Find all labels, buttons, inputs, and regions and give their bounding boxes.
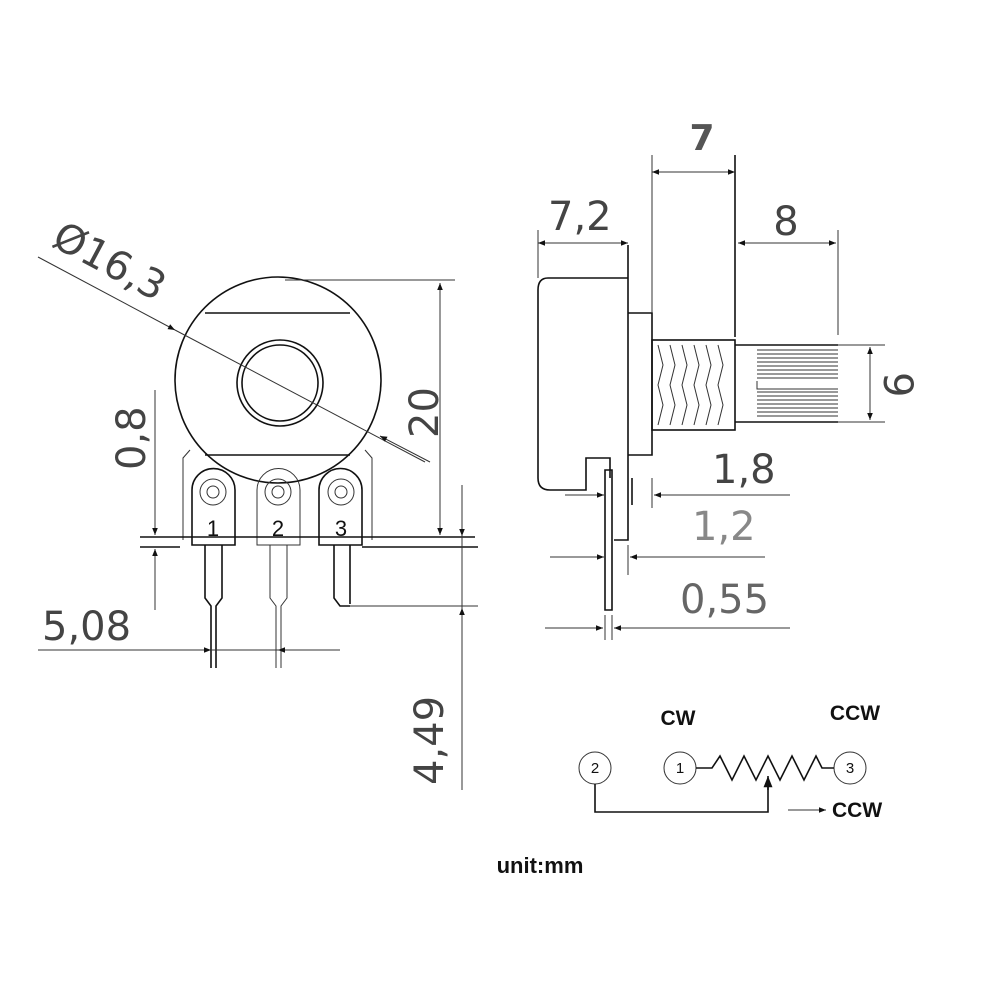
offset-dimension: 0,8: [109, 406, 155, 470]
pitch-dimension: 5,08: [42, 604, 131, 650]
front-view: 1 2 3 Ø16,3 20 0,8 5,08 4,49: [37, 213, 478, 790]
shaft-hole: [236, 339, 324, 427]
pin-label-2: 2: [272, 516, 284, 541]
dim-1-8: 1,8: [712, 447, 776, 493]
schematic: 2 1 3 CW CCW CCW: [578, 702, 882, 822]
pin-thickness-dimension: 0,55: [680, 577, 769, 623]
threaded-bushing: [651, 339, 736, 431]
side-view: 7,2 7 8 9 1,8 1,2 0,55: [537, 118, 920, 640]
diameter-dimension: Ø16,3: [45, 213, 173, 310]
shaft-diameter-dimension: 9: [874, 372, 920, 397]
body-outline: [174, 276, 382, 484]
wiper-line: [594, 784, 769, 813]
body-depth-dimension: 7,2: [548, 194, 612, 240]
wiper-direction-label: CCW: [832, 799, 882, 822]
height-dimension: 20: [402, 387, 448, 438]
shaft-length-dimension: 8: [773, 199, 798, 245]
unit-label: unit:mm: [497, 853, 584, 878]
pin-lug-1: [191, 467, 236, 668]
pin-label-3: 3: [335, 516, 347, 541]
terminal-1-label: 1: [676, 760, 684, 777]
terminal-3-label: 3: [846, 760, 854, 777]
cw-label: CW: [661, 707, 696, 730]
terminal-pin: [604, 469, 613, 611]
pin-lug-3: [318, 467, 363, 607]
terminal-2-label: 2: [591, 760, 599, 777]
dim-1-2: 1,2: [692, 504, 756, 550]
flange: [628, 312, 653, 456]
pin-length-dimension: 4,49: [407, 696, 453, 785]
resistor-zigzag: [696, 754, 834, 782]
body-side: [537, 277, 628, 491]
ccw-label: CCW: [830, 702, 880, 725]
bushing-length-dimension: 7: [689, 118, 714, 159]
pin-label-1: 1: [207, 516, 219, 541]
pin-lug-2: [256, 468, 301, 668]
shaft: [735, 344, 838, 423]
